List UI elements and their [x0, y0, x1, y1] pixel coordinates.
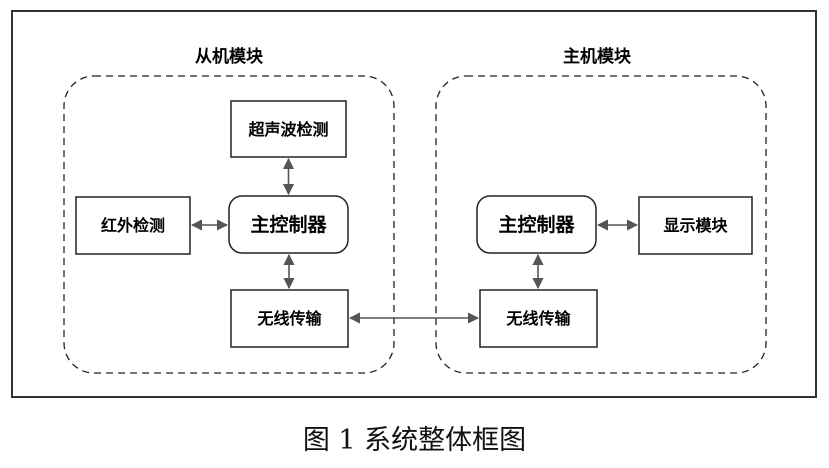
master-module-group: [435, 75, 767, 374]
slave-module-group: [63, 75, 395, 374]
infrared-detection-box: [75, 196, 191, 255]
ultrasonic-detection-box: [230, 100, 347, 158]
slave-module-title: 从机模块: [195, 46, 264, 67]
ultrasonic-detection-label: 超声波检测: [247, 120, 328, 139]
master-controller-box: [476, 195, 597, 254]
slave-controller-box: [228, 195, 349, 254]
slave-wireless-label: 无线传输: [256, 309, 322, 328]
slave-wireless-box: [230, 289, 349, 348]
master-module-title: 主机模块: [563, 46, 632, 67]
slave-controller-label: 主控制器: [250, 213, 327, 236]
master-controller-label: 主控制器: [498, 213, 575, 236]
display-module-label: 显示模块: [663, 216, 728, 235]
master-wireless-label: 无线传输: [505, 309, 571, 328]
diagram-frame: [11, 10, 817, 398]
infrared-detection-label: 红外检测: [101, 216, 165, 235]
figure-caption: 图 1 系统整体框图: [302, 425, 527, 456]
master-wireless-box: [479, 289, 598, 348]
display-module-box: [638, 196, 753, 255]
